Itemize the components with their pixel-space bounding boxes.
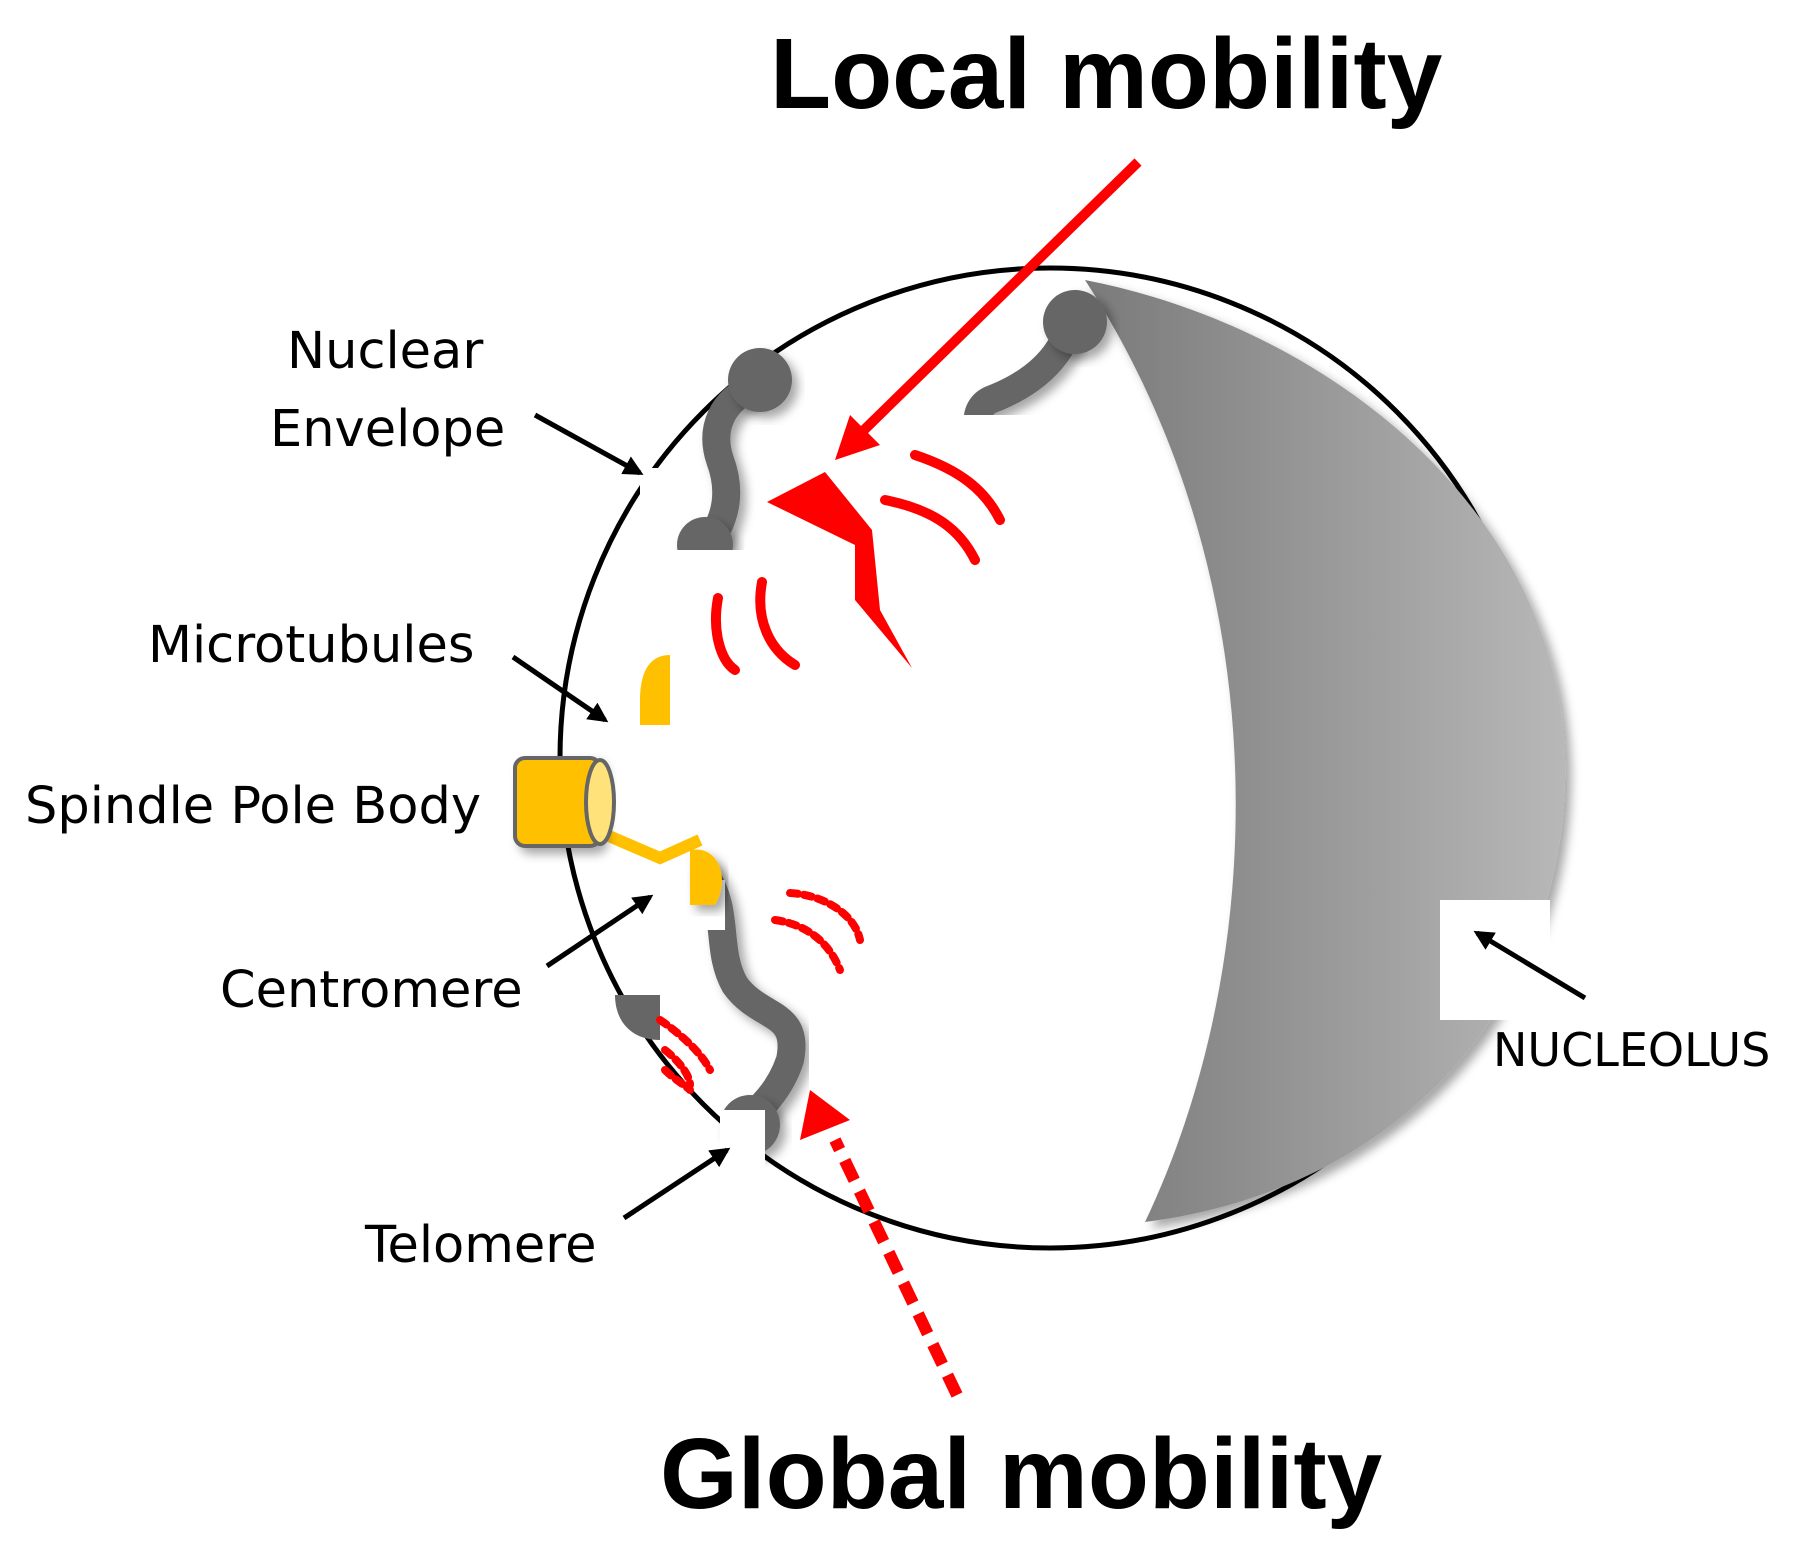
local-mobility-label: Local mobility bbox=[770, 18, 1443, 130]
global-mobility-arrow-shaft bbox=[829, 1137, 963, 1398]
global-mobility-label: Global mobility bbox=[660, 1418, 1383, 1530]
microtubule-upper bbox=[640, 655, 670, 725]
pointer-microtubules bbox=[511, 654, 609, 723]
local-wave-arcs bbox=[711, 450, 1005, 675]
pointer-nuclear-envelope bbox=[533, 412, 644, 476]
local-mobility-arrow-shaft bbox=[860, 158, 1142, 434]
microtubules-label: Microtubules bbox=[148, 616, 474, 675]
nucleolus-shape bbox=[1085, 280, 1566, 1222]
spindle-pole-body-label: Spindle Pole Body bbox=[25, 777, 481, 836]
global-mobility-arrow-head bbox=[800, 1090, 850, 1140]
centromere-label: Centromere bbox=[220, 961, 523, 1020]
pointer-telomere bbox=[622, 1147, 731, 1221]
global-wave-arcs bbox=[656, 889, 864, 1094]
pointer-centromere bbox=[545, 894, 654, 969]
pointer-nucleolus bbox=[1473, 930, 1587, 1001]
nuclear-label: Nuclear bbox=[287, 322, 483, 381]
centromere-spindle-cap bbox=[690, 849, 722, 905]
microtubule-link bbox=[592, 824, 703, 865]
chromosome-knob-lower-left bbox=[615, 995, 660, 1040]
nucleolus-label: NUCLEOLUS bbox=[1493, 1023, 1770, 1077]
pointer-arrows bbox=[511, 412, 1587, 1221]
nucleolus-label-patch bbox=[1440, 900, 1550, 1020]
local-mobility-arrow-head bbox=[835, 415, 880, 460]
telomere-knob-top-right bbox=[1043, 290, 1107, 354]
spindle-pole-body-end bbox=[584, 758, 616, 846]
lightning-bolt bbox=[767, 472, 912, 668]
patch-envelope bbox=[640, 468, 680, 528]
envelope-label: Envelope bbox=[270, 400, 505, 459]
telomere-knob-top-left bbox=[728, 348, 792, 412]
patch-telomere bbox=[720, 1110, 765, 1175]
telomere-label: Telomere bbox=[364, 1216, 597, 1275]
